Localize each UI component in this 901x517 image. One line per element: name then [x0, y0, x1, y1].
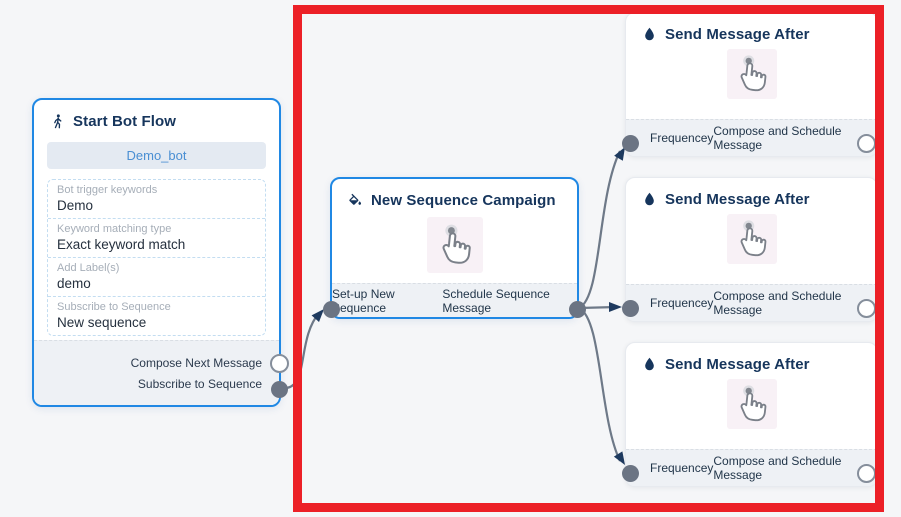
port-label-subscribe-to-sequence: Subscribe to Sequence [137, 376, 262, 391]
connector-compose-next-message[interactable] [270, 354, 289, 373]
node-send-message-after-1[interactable]: Send Message After Frequencey Compose an… [622, 12, 878, 157]
water-drop-icon [641, 356, 658, 373]
port-label-compose-schedule: Compose and Schedule Message [713, 289, 842, 317]
node-header: Send Message After [626, 343, 877, 379]
connector-compose-schedule-output[interactable] [857, 464, 876, 483]
connector-campaign-input[interactable] [323, 301, 340, 318]
field-value: New sequence [57, 315, 147, 330]
campaign-node-footer: Set-up New Sequence Schedule Sequence Me… [332, 283, 577, 317]
field-label: Bot trigger keywords [57, 184, 158, 196]
edge-start-to-campaign [281, 312, 320, 390]
port-label-compose-next-message: Compose Next Message [130, 355, 262, 370]
port-label-compose-schedule: Compose and Schedule Message [713, 124, 842, 152]
send-node-footer: Frequencey Compose and Schedule Message [626, 284, 877, 321]
connector-campaign-output[interactable] [569, 301, 586, 318]
port-label-frequencey: Frequencey [650, 296, 714, 310]
node-title: Send Message After [665, 26, 810, 43]
field-add-labels[interactable]: Add Label(s) demo [48, 257, 265, 296]
send-node-footer: Frequencey Compose and Schedule Message [626, 119, 877, 156]
field-subscribe-to-sequence[interactable]: Subscribe to Sequence New sequence [48, 296, 265, 335]
hand-cursor-icon[interactable] [726, 49, 777, 99]
connector-frequencey-input[interactable] [622, 135, 639, 152]
connector-frequencey-input[interactable] [622, 465, 639, 482]
node-header: New Sequence Campaign [332, 179, 577, 215]
start-node-footer: Compose Next Message Subscribe to Sequen… [34, 340, 279, 405]
hand-cursor-icon[interactable] [726, 379, 777, 429]
field-value: Exact keyword match [57, 237, 186, 252]
connector-compose-schedule-output[interactable] [857, 134, 876, 153]
port-label-schedule-sequence-message: Schedule Sequence Message [442, 286, 550, 315]
walking-person-icon [49, 113, 66, 130]
node-start-bot-flow[interactable]: Start Bot Flow Demo_bot Bot trigger keyw… [32, 98, 289, 407]
field-label: Subscribe to Sequence [57, 301, 171, 313]
hand-cursor-icon[interactable] [726, 214, 777, 264]
edge-campaign-to-send-1 [578, 150, 621, 309]
node-title: Send Message After [665, 191, 810, 208]
field-label: Add Label(s) [57, 262, 120, 274]
edge-campaign-to-send-3 [578, 307, 621, 462]
bot-name-button[interactable]: Demo_bot [47, 142, 266, 169]
connector-subscribe-to-sequence[interactable] [271, 381, 288, 398]
node-title: Send Message After [665, 356, 810, 373]
field-label: Keyword matching type [57, 223, 172, 235]
connector-frequencey-input[interactable] [622, 300, 639, 317]
connector-compose-schedule-output[interactable] [857, 299, 876, 318]
node-header: Start Bot Flow [34, 100, 279, 136]
field-keyword-matching-type[interactable]: Keyword matching type Exact keyword matc… [48, 218, 265, 257]
water-drop-icon [641, 191, 658, 208]
hand-cursor-icon[interactable] [426, 217, 483, 273]
node-title: Start Bot Flow [73, 113, 177, 130]
port-label-compose-schedule: Compose and Schedule Message [713, 454, 842, 482]
node-header: Send Message After [626, 178, 877, 214]
node-send-message-after-3[interactable]: Send Message After Frequencey Compose an… [622, 342, 878, 487]
arrowhead-icon [609, 302, 622, 312]
port-label-setup-new-sequence: Set-up New Sequence [332, 286, 395, 315]
send-node-footer: Frequencey Compose and Schedule Message [626, 449, 877, 486]
port-label-frequencey: Frequencey [650, 131, 714, 145]
node-send-message-after-2[interactable]: Send Message After Frequencey Compose an… [622, 177, 878, 322]
node-title: New Sequence Campaign [371, 192, 556, 209]
port-label-frequencey: Frequencey [650, 461, 714, 475]
start-node-fields: Bot trigger keywords Demo Keyword matchi… [47, 179, 266, 336]
node-new-sequence-campaign[interactable]: New Sequence Campaign Set-up New Sequenc… [323, 177, 586, 319]
node-header: Send Message After [626, 13, 877, 49]
water-drop-icon [641, 26, 658, 43]
field-bot-trigger-keywords[interactable]: Bot trigger keywords Demo [48, 180, 265, 218]
field-value: demo [57, 276, 91, 291]
paint-bucket-icon [347, 192, 364, 209]
field-value: Demo [57, 198, 94, 213]
